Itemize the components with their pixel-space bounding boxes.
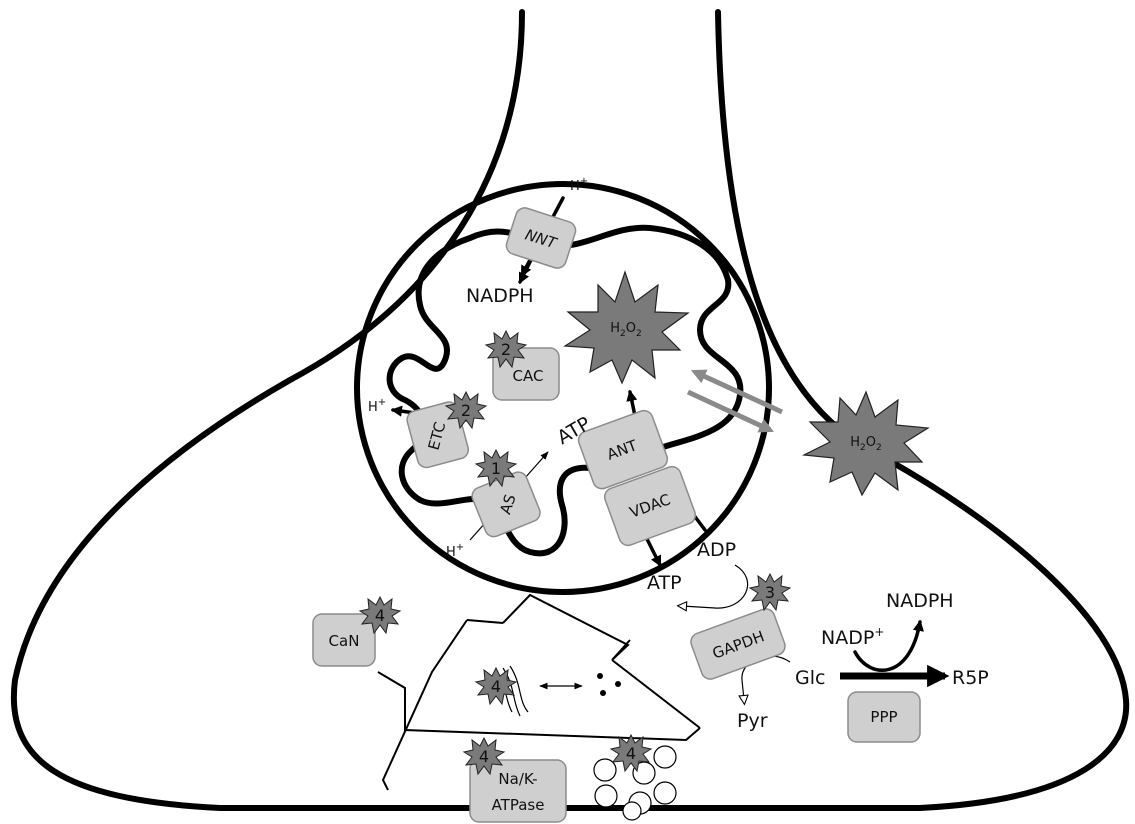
svg-text:1: 1 [491, 459, 501, 478]
svg-text:4: 4 [375, 606, 385, 625]
glc-label: Glc [795, 667, 825, 689]
svg-text:CAC: CAC [513, 367, 544, 385]
atp-consumers-bracket-left [383, 620, 467, 790]
h-plus-left-label: H+ [368, 397, 386, 415]
adp-to-atp-curve [682, 565, 748, 608]
svg-text:4: 4 [491, 677, 501, 696]
svg-text:4: 4 [479, 747, 489, 766]
atp-cytosol-label: ATP [647, 572, 682, 594]
nadp-plus-label: NADP+ [821, 625, 884, 649]
svg-text:4: 4 [626, 744, 636, 763]
synaptic-vesicle [654, 782, 676, 804]
marker-4-cytoskeleton: 4 [476, 668, 516, 704]
synaptic-vesicle [595, 785, 617, 807]
svg-text:ATPase: ATPase [492, 796, 545, 814]
synaptic-vesicle [654, 746, 676, 768]
atp-consumers-bracket-top [467, 595, 630, 660]
ppp-pathway: PPP [848, 692, 920, 742]
nnt-transporter: NNT [504, 206, 578, 271]
marker-3-gapdh: 3 [750, 574, 790, 610]
svg-text:PPP: PPP [870, 708, 897, 726]
svg-text:CaN: CaN [329, 632, 360, 650]
h-plus-bottom-label: H+ [446, 542, 464, 560]
r5p-label: R5P [952, 667, 989, 689]
gapdh-enzyme: GAPDH [688, 606, 787, 681]
svg-text:2: 2 [501, 340, 511, 359]
adp-label: ADP [697, 539, 736, 561]
svg-text:Na/K-: Na/K- [498, 770, 537, 788]
dispersed-particle [615, 681, 621, 687]
svg-text:3: 3 [765, 583, 775, 602]
atp-consumers-bracket-right [612, 660, 700, 728]
h2o2-efflux-arrow [688, 392, 770, 430]
h-plus-top-label: H+ [570, 176, 588, 194]
synaptic-vesicle [623, 802, 641, 820]
dispersed-particle [597, 673, 603, 679]
dispersed-particle [600, 690, 606, 696]
svg-text:2: 2 [461, 401, 471, 420]
pyr-label: Pyr [737, 710, 768, 732]
nadph-ppp-label: NADPH [886, 590, 954, 612]
h2o2-mitochondrial: H2O2 [565, 272, 688, 383]
na-k-atpase: Na/K- ATPase [470, 760, 566, 822]
h2o2-cytosolic: H2O2 [804, 392, 928, 495]
nadph-matrix-label: NADPH [466, 285, 534, 307]
